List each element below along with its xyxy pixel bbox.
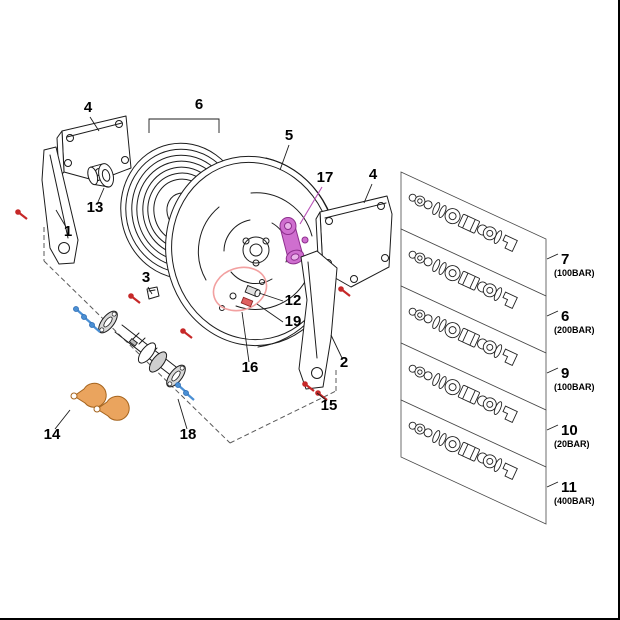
panel-9-rating: (100BAR) <box>554 382 595 392</box>
shaft-assembly <box>98 310 186 388</box>
bracket-left <box>56 115 132 182</box>
swivel-joint <box>279 217 309 265</box>
callout-1: 1 <box>64 223 72 240</box>
panel-10-rating: (20BAR) <box>554 439 590 449</box>
panel-7-number: 7 <box>561 251 569 268</box>
hub-flange <box>87 163 114 188</box>
support-arm-left <box>41 146 79 265</box>
callout-4-left: 4 <box>84 99 93 116</box>
callout-12: 12 <box>285 292 302 309</box>
callout-4-right: 4 <box>369 166 378 183</box>
callout-15: 15 <box>321 397 338 414</box>
callout-13: 13 <box>87 199 104 216</box>
callout-5: 5 <box>285 127 293 144</box>
leader-lines <box>54 116 559 488</box>
ratchet-pawls <box>70 382 130 421</box>
callout-16: 16 <box>242 359 259 376</box>
panel-7-rating: (100BAR) <box>554 268 595 278</box>
callout-19: 19 <box>285 313 302 330</box>
callout-17: 17 <box>317 169 334 186</box>
callout-14: 14 <box>44 426 61 443</box>
variant-panel-400bar <box>400 399 547 525</box>
callout-6-drum: 6 <box>195 96 203 113</box>
panel-10-number: 10 <box>561 422 578 439</box>
drum-disc <box>165 155 339 348</box>
pin-part-12 <box>244 284 261 298</box>
detail-highlight-circle <box>212 266 268 312</box>
blue-screws <box>73 306 195 401</box>
support-arm-right <box>298 250 338 390</box>
callout-2: 2 <box>340 354 348 371</box>
panel-11-number: 11 <box>561 479 577 496</box>
panel-6-rating: (200BAR) <box>554 325 595 335</box>
latch-part-19 <box>240 296 254 308</box>
callout-3: 3 <box>142 269 150 286</box>
variant-panels-block <box>400 171 547 525</box>
panel-6-number: 6 <box>561 308 569 325</box>
panel-9-number: 9 <box>561 365 569 382</box>
callout-18: 18 <box>180 426 197 443</box>
panel-11-rating: (400BAR) <box>554 496 595 506</box>
